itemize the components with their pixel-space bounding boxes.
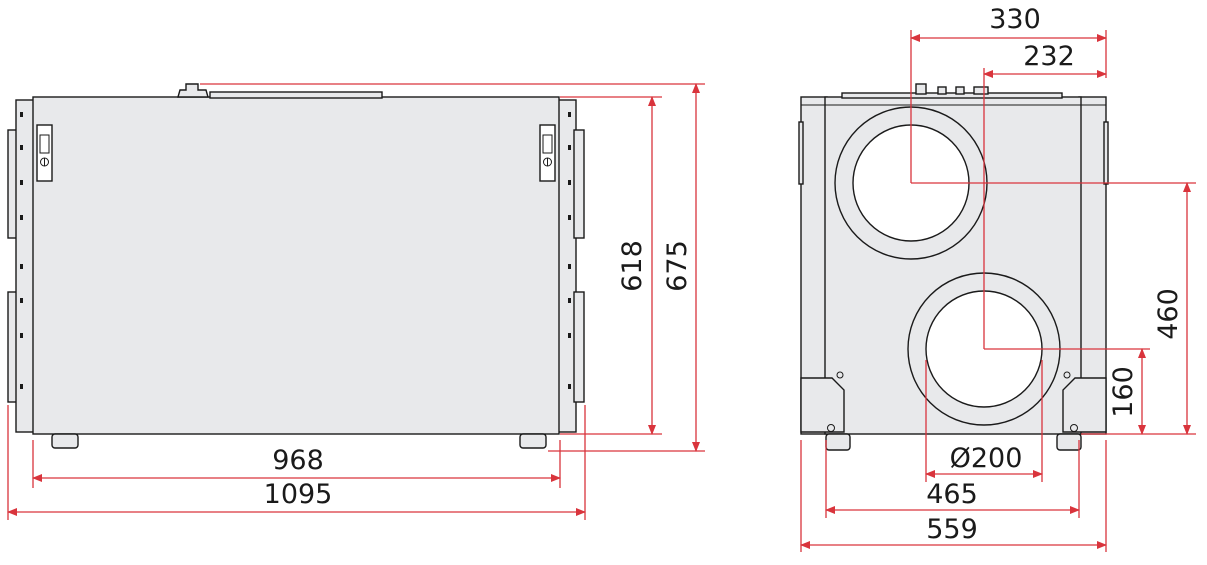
top-cover bbox=[209, 91, 383, 99]
left-latch bbox=[36, 124, 53, 182]
dim-465: 465 bbox=[926, 479, 978, 510]
side-view-dimension-lines bbox=[7, 83, 705, 520]
front-top-cover bbox=[841, 92, 1063, 99]
right-side-panel bbox=[557, 99, 577, 433]
right-flange-lower bbox=[573, 291, 585, 403]
front-right-flange bbox=[1103, 121, 1109, 185]
right-latch bbox=[539, 124, 556, 182]
top-connectors bbox=[915, 83, 989, 95]
dim-232: 232 bbox=[1023, 41, 1075, 72]
side-view-body bbox=[32, 96, 560, 435]
left-mounting-bracket bbox=[800, 371, 845, 433]
dim-675: 675 bbox=[662, 240, 693, 292]
dim-968: 968 bbox=[272, 445, 324, 476]
side-view: 618 675 968 1095 bbox=[7, 83, 705, 520]
dim-160: 160 bbox=[1108, 366, 1139, 418]
dim-618: 618 bbox=[617, 240, 648, 292]
front-view: 330 232 460 160 Ø200 465 559 bbox=[798, 4, 1196, 552]
dim-diameter-200: Ø200 bbox=[950, 443, 1023, 474]
right-flange-upper bbox=[573, 129, 585, 239]
left-foot bbox=[51, 433, 79, 449]
front-view-dimension-lines bbox=[800, 30, 1196, 552]
right-foot bbox=[519, 433, 547, 449]
right-mounting-bracket bbox=[1062, 371, 1107, 433]
left-side-panel bbox=[15, 99, 35, 433]
front-left-flange bbox=[798, 121, 804, 185]
side-panel-rivets bbox=[20, 112, 571, 389]
top-connector bbox=[177, 83, 209, 98]
front-right-foot bbox=[1056, 433, 1082, 451]
dim-1095: 1095 bbox=[264, 479, 333, 510]
front-left-foot bbox=[825, 433, 851, 451]
dim-460: 460 bbox=[1153, 288, 1184, 340]
dim-330: 330 bbox=[989, 4, 1041, 35]
dim-559: 559 bbox=[926, 514, 978, 545]
